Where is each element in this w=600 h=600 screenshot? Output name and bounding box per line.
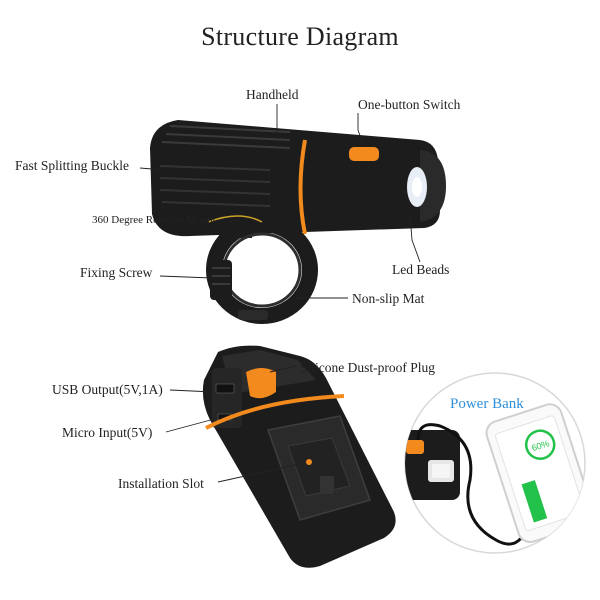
one-button-switch: [349, 147, 379, 161]
phone: 60%: [485, 403, 585, 544]
usb-port: [215, 383, 235, 394]
label-handheld: Handheld: [246, 87, 299, 102]
label-rotation-mount: 360 Degree Rotation Mount: [92, 214, 216, 226]
label-silicone-plug: Silicone Dust-proof Plug: [300, 360, 435, 375]
label-power-bank: Power Bank: [450, 396, 524, 412]
usb-cable: [416, 423, 532, 546]
battery-ring: [524, 429, 556, 460]
label-installation-slot: Installation Slot: [118, 476, 204, 491]
label-usb-output: USB Output(5V,1A): [52, 382, 163, 397]
fixing-screw: [210, 260, 232, 300]
label-fast-splitting-buckle: Fast Splitting Buckle: [15, 158, 130, 173]
label-fixing-screw: Fixing Screw: [80, 265, 153, 280]
label-one-button-switch: One-button Switch: [358, 97, 461, 112]
leader-lines-top: [139, 104, 421, 299]
silicone-dust-plug: [246, 368, 276, 399]
power-bank-inset: 60%: [404, 372, 586, 554]
label-non-slip-mat: Non-slip Mat: [352, 291, 425, 306]
label-micro-input: Micro Input(5V): [62, 425, 153, 440]
orange-band: [298, 139, 307, 235]
diagram-title: Structure Diagram: [201, 22, 399, 51]
bike-light-top: [150, 120, 446, 324]
label-led-beads: Led Beads: [392, 262, 450, 277]
bike-light-bottom: [202, 345, 396, 568]
battery-level-bar: [521, 480, 548, 523]
leader-lines-bottom: [165, 365, 301, 483]
